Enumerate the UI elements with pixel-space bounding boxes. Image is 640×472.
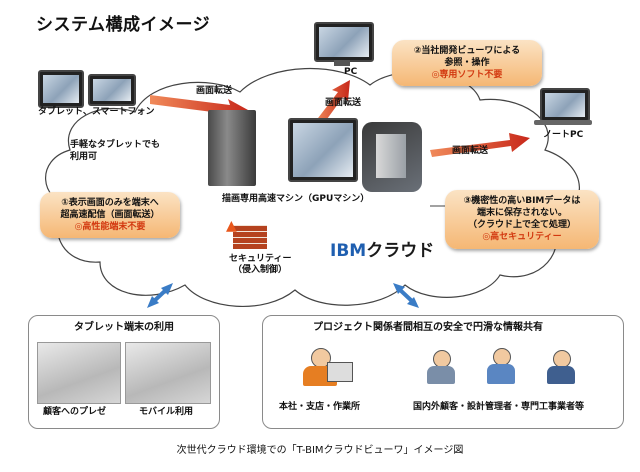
tablet-usage-box: タブレット端末の利用 顧客へのプレゼ モバイル利用 [28,315,220,429]
callout-screen-line3: ◎高性能端末不要 [74,222,146,233]
tablet-usage-title: タブレット端末の利用 [74,322,174,333]
project-sharing-title: プロジェクト関係者間相互の安全で円滑な情報共有 [313,322,543,333]
presentation-photo [37,342,121,404]
presentation-label: 顧客へのプレゼ [43,407,107,417]
office-worker-icon [293,348,353,392]
pc-label: PC [344,67,358,77]
smartphone-device [88,74,136,106]
transfer-label-3: 画面転送 [452,146,489,156]
link-arrow-left [147,283,173,308]
callout-viewer-line3: ◎専用ソフト不要 [431,70,503,81]
gpu-server-label: 描画専用高速マシン（GPUマシン） [222,194,370,204]
link-arrow-right [393,283,419,308]
transfer-label-1: 画面転送 [196,86,233,96]
transfer-arrow-pc [315,80,350,126]
stakeholder-group-icon [413,348,613,392]
ibm-logo-text: IBM [330,241,367,261]
mobile-use-photo [125,342,211,404]
gpu-monitor [288,118,358,182]
gpu-server-icon [208,110,256,186]
pc-monitor [314,22,374,62]
tablet-smartphone-label: タブレット、スマートフォン [38,107,155,117]
callout-viewer-line1: ②当社開発ビューワによる [413,46,521,56]
callout-viewer: ②当社開発ビューワによる 参照・操作 ◎専用ソフト不要 [392,40,542,87]
cloud-shape [45,67,580,307]
group1-label: 本社・支店・作業所 [279,402,361,412]
ibm-cloud-logo: IBMクラウド [330,236,434,261]
security-sub-label: （侵入制御） [233,265,288,275]
group2-label: 国内外顧客・設計管理者・専門工事業者等 [413,402,585,412]
callout-security-line3: （クラウド上で全て処理） [467,220,576,231]
diagram-title: システム構成イメージ [36,15,211,35]
callout-screen-line2: 超高速配信（画面転送） [60,210,160,221]
transfer-arrow-tablet [150,95,248,120]
notebook-base [534,120,592,125]
transfer-label-2: 画面転送 [325,98,362,108]
callout-security: ③機密性の高いBIMデータは 端末に保存されない。 （クラウド上で全て処理） ◎… [445,190,599,249]
project-sharing-box: プロジェクト関係者間相互の安全で円滑な情報共有 本社・支店・作業所 国内外顧客・… [262,315,624,429]
notebook-screen [540,88,590,122]
security-label: セキュリティー [229,254,292,264]
callout-security-line2: 端末に保存されない。 [476,208,567,219]
callout-screen-only: ①表示画面のみを端末へ 超高速配信（画面転送） ◎高性能端末不要 [40,192,180,239]
callout-screen-line1: ①表示画面のみを端末へ [61,198,159,208]
flame-icon: ▲ [226,218,237,234]
callout-security-line4: ◎高セキュリティー [482,232,562,243]
bim-model-icon [362,122,422,192]
callout-viewer-line2: 参照・操作 [444,58,490,69]
tablet-note-line1: 手軽なタブレットでも [70,140,161,150]
callout-security-line1: ③機密性の高いBIMデータは [463,196,581,206]
notebook-label: ノートPC [543,130,584,140]
tablet-device [38,70,84,108]
pc-stand [334,60,350,66]
tablet-note-line2: 利用可 [70,152,98,162]
firewall-icon [233,225,267,249]
ibm-cloud-suffix: クラウド [366,241,435,261]
figure-caption: 次世代クラウド環境での「T-BIMクラウドビューワ」イメージ図 [176,445,464,456]
transfer-arrow-notebook [430,133,530,157]
mobile-use-label: モバイル利用 [139,407,194,417]
